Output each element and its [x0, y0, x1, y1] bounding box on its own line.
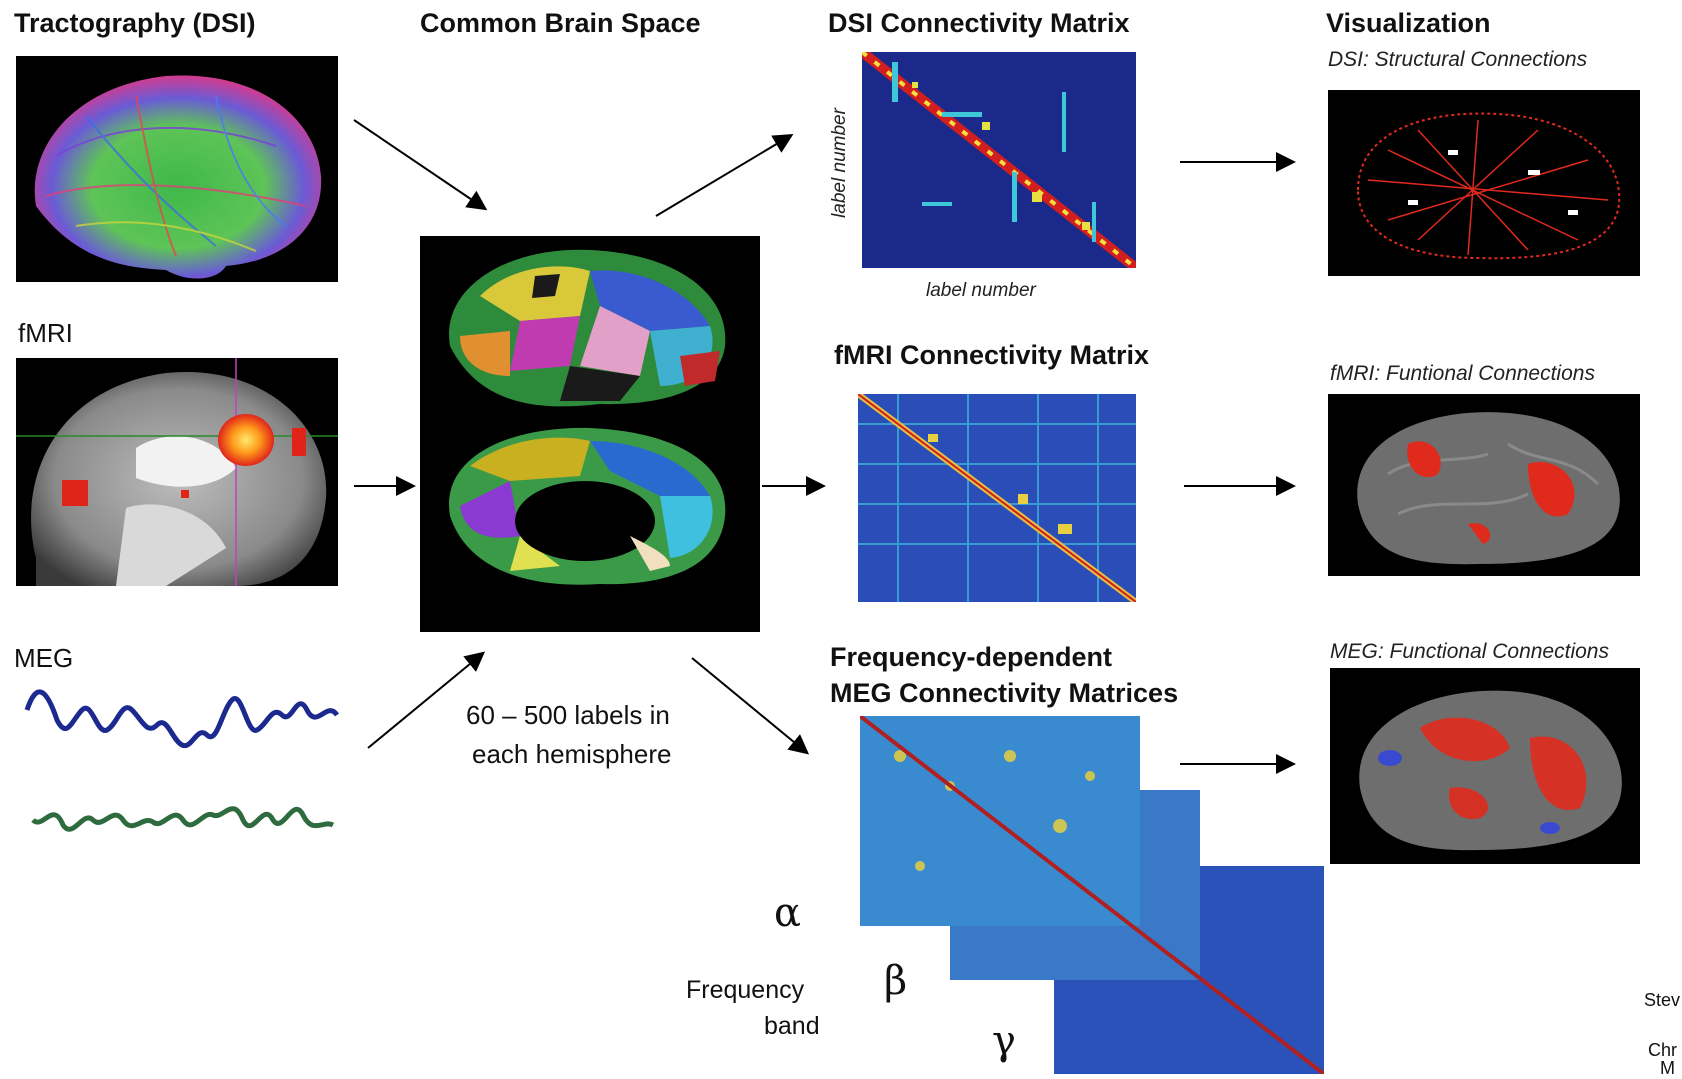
credit-line1: Stev	[1644, 990, 1681, 1010]
fmri-matrix-title: fMRI Connectivity Matrix	[834, 340, 1150, 370]
fmri-functional-brain	[1328, 394, 1640, 576]
meg-viz-subtitle: MEG: Functional Connections	[1330, 640, 1609, 663]
meg-matrix-title-line1: Frequency-dependent	[830, 642, 1113, 672]
gamma-label: γ	[992, 1018, 1016, 1064]
visualization-title: Visualization	[1326, 8, 1491, 38]
dsi-matrix-ylabel: label number	[829, 108, 850, 218]
dsi-structural-brain	[1328, 90, 1640, 276]
medial-hemisphere	[449, 427, 726, 585]
beta-label: β	[884, 958, 908, 1004]
fmri-viz-subtitle: fMRI: Funtional Connections	[1330, 362, 1595, 385]
dsi-matrix-xlabel: label number	[926, 280, 1036, 301]
lateral-hemisphere	[449, 249, 726, 407]
arrow-common-to-dsi-matrix	[655, 133, 794, 217]
meg-wave-blue	[24, 689, 340, 749]
frequency-band-line1: Frequency	[686, 976, 805, 1004]
credit-line3: M	[1660, 1058, 1675, 1078]
arrow-common-to-meg-matrix	[691, 657, 810, 755]
tractography-image	[16, 56, 338, 282]
meg-input-title: MEG	[14, 643, 74, 673]
dsi-viz-subtitle: DSI: Structural Connections	[1328, 48, 1588, 71]
meg-matrix-title-line2: MEG Connectivity Matrices	[830, 678, 1179, 708]
fmri-image	[16, 358, 338, 586]
meg-functional-brain	[1330, 668, 1640, 864]
fmri-matrix	[858, 394, 1136, 602]
credit-line2: Chr	[1648, 1040, 1678, 1060]
arrow-dsi-to-common	[353, 119, 488, 211]
dsi-input-title: Tractography (DSI)	[14, 8, 256, 38]
dsi-matrix-title: DSI Connectivity Matrix	[828, 8, 1130, 38]
arrow-meg-to-common	[367, 651, 486, 749]
common-space-title: Common Brain Space	[420, 8, 701, 38]
meg-matrix-diagonal	[860, 716, 1324, 1074]
frequency-band-line2: band	[764, 1012, 820, 1040]
parcellated-brain-image	[420, 236, 760, 632]
meg-matrix-alpha	[860, 716, 1140, 926]
labels-note-line2: each hemisphere	[472, 739, 672, 769]
labels-note-line1: 60 – 500 labels in	[466, 700, 670, 730]
meg-wave-green	[31, 806, 335, 832]
dsi-matrix	[862, 52, 1136, 268]
alpha-label: α	[774, 890, 802, 936]
fmri-input-title: fMRI	[18, 318, 73, 348]
